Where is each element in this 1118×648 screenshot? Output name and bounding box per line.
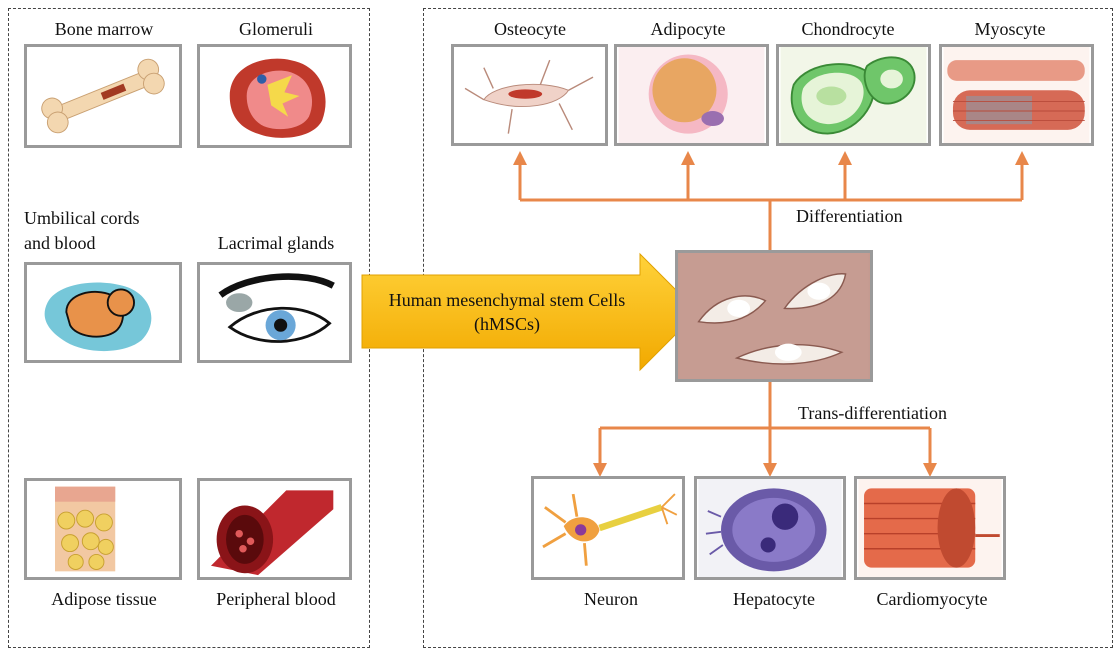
adipose-image	[24, 478, 182, 580]
neuron-image	[531, 476, 685, 580]
myoscyte-image	[939, 44, 1094, 146]
label-lacrimal: Lacrimal glands	[196, 232, 356, 254]
glomeruli-image	[197, 44, 352, 148]
label-adipose: Adipose tissue	[24, 588, 184, 610]
label-cardiomyocyte: Cardiomyocyte	[852, 588, 1012, 610]
label-peripheral-blood: Peripheral blood	[196, 588, 356, 610]
label-neuron: Neuron	[531, 588, 691, 610]
label-adipocyte: Adipocyte	[608, 18, 768, 40]
cardiomyocyte-image	[854, 476, 1006, 580]
umbilical-image	[24, 262, 182, 363]
label-hepatocyte: Hepatocyte	[694, 588, 854, 610]
osteocyte-image	[451, 44, 608, 146]
label-differentiation: Differentiation	[796, 205, 936, 227]
chondrocyte-image	[776, 44, 931, 146]
bone-marrow-image	[24, 44, 182, 148]
hmsc-image	[675, 250, 873, 382]
peripheral-blood-image	[197, 478, 352, 580]
label-trans-differentiation: Trans-differentiation	[798, 402, 988, 424]
lacrimal-image	[197, 262, 352, 363]
hepatocyte-image	[694, 476, 846, 580]
label-glomeruli: Glomeruli	[196, 18, 356, 40]
adipocyte-image	[614, 44, 769, 146]
label-osteocyte: Osteocyte	[450, 18, 610, 40]
label-bone-marrow: Bone marrow	[24, 18, 184, 40]
hmsc-label: Human mesenchymal stem Cells (hMSCs)	[362, 288, 652, 336]
label-chondrocyte: Chondrocyte	[768, 18, 928, 40]
label-myoscyte: Myoscyte	[930, 18, 1090, 40]
